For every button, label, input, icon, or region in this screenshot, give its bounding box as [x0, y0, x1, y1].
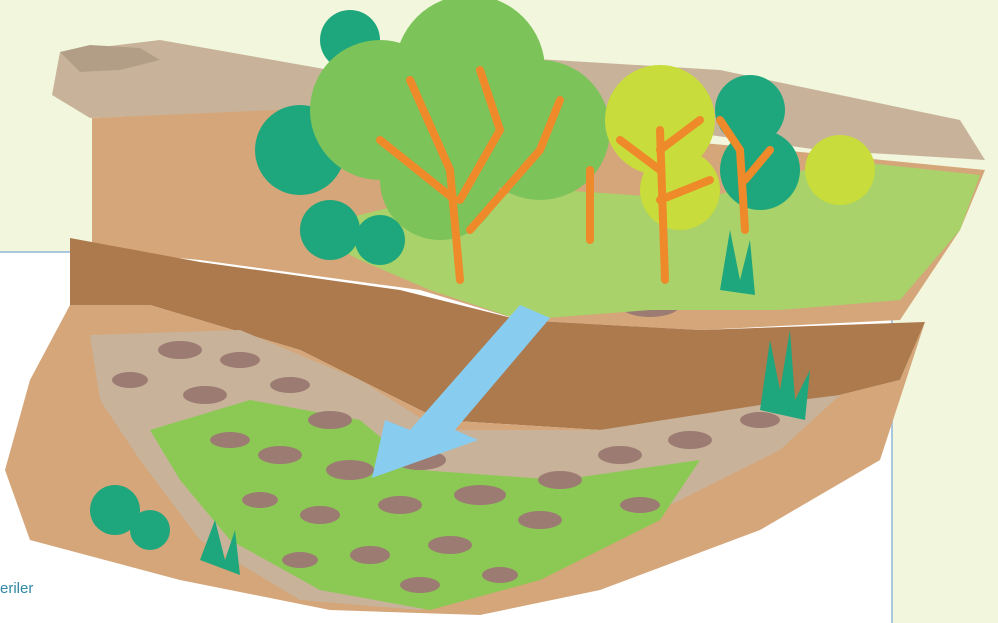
- caption-text: eriler: [0, 580, 33, 597]
